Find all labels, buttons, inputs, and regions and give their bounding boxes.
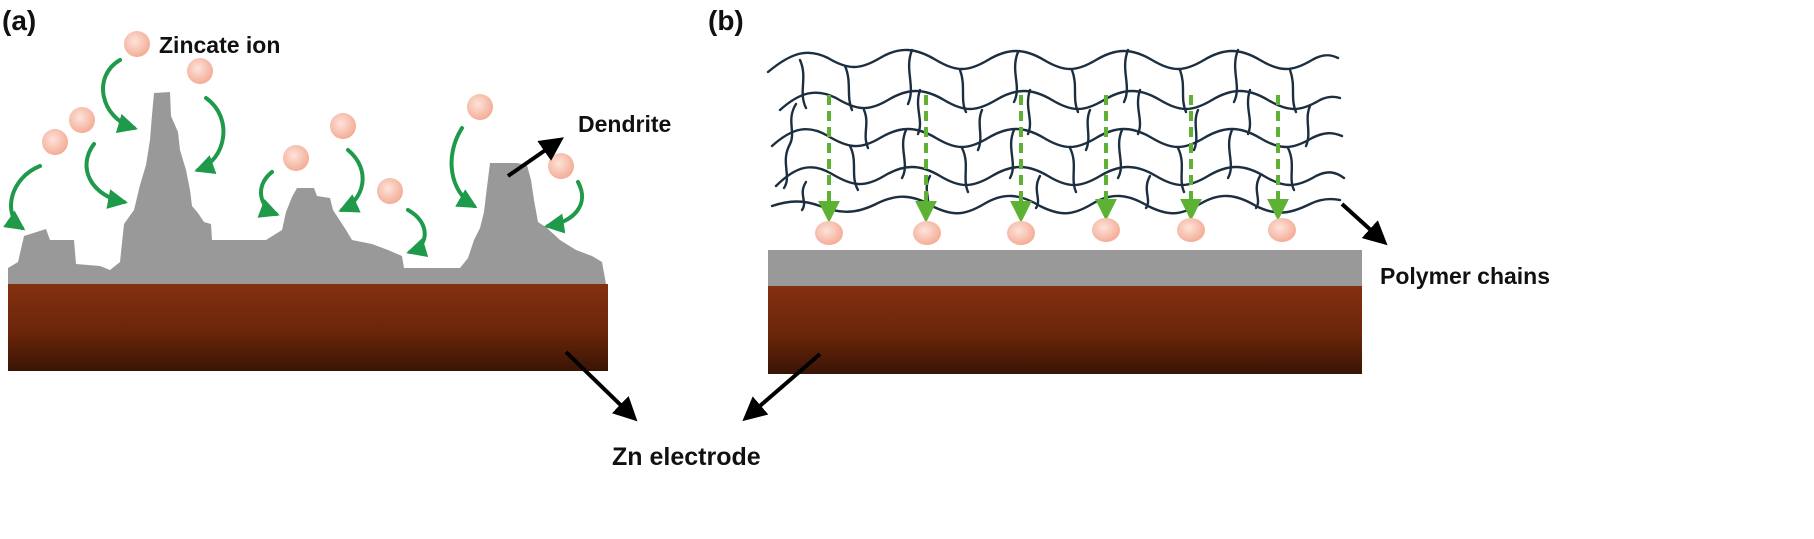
polymer-chain	[770, 127, 1344, 149]
zincate-ion	[913, 221, 941, 245]
zn-electrode-b	[768, 286, 1362, 374]
polymer-chains-label: Polymer chains	[1380, 263, 1550, 289]
dendrite-pointer-arrow	[506, 137, 564, 178]
zn-electrode-a	[8, 284, 608, 371]
zincate-ion	[815, 221, 843, 245]
polymer-chain	[770, 194, 1342, 215]
polymer-chain	[774, 165, 1346, 188]
curved-arrow	[84, 142, 128, 209]
curved-arrow	[257, 170, 280, 218]
ion-migration-arrows	[3, 58, 585, 257]
panel-b-letter: (b)	[708, 5, 744, 36]
curved-arrow	[449, 126, 478, 209]
panel-a-letter: (a)	[2, 5, 36, 36]
zincate-ion	[283, 145, 309, 171]
curved-arrow	[544, 180, 585, 234]
panel-a: (a) Zincate ion Dendrite	[2, 5, 671, 371]
zincate-ion	[377, 178, 403, 204]
polymer-pointer-arrow	[1340, 202, 1388, 246]
zincate-ion	[187, 58, 213, 84]
curved-arrow	[3, 164, 42, 231]
electrode-pointer-arrow-a	[564, 350, 638, 422]
curved-arrow	[406, 208, 429, 257]
curved-arrow	[338, 148, 365, 213]
zincate-ion	[42, 129, 68, 155]
zincate-ion	[548, 153, 574, 179]
zincate-ion	[124, 31, 150, 57]
zincate-ion	[330, 113, 356, 139]
curved-arrow	[194, 96, 226, 175]
panel-b: (b)	[708, 5, 1550, 374]
zincate-ion	[467, 94, 493, 120]
zn-electrode-label: Zn electrode	[612, 443, 761, 471]
polymer-network	[766, 48, 1346, 215]
polymer-chain	[778, 89, 1342, 112]
zincate-ion	[1092, 218, 1120, 242]
dendrite-deposit	[8, 92, 606, 284]
polymer-chain	[766, 48, 1340, 74]
zincate-ion	[69, 107, 95, 133]
zincate-ion	[1007, 221, 1035, 245]
electrode-pointer-arrow-b	[742, 352, 822, 422]
dendrite-label: Dendrite	[578, 111, 671, 137]
curved-arrow	[101, 58, 138, 134]
zincate-ion	[1268, 218, 1296, 242]
zincate-ion	[1177, 218, 1205, 242]
zincate-ion-label: Zincate ion	[159, 32, 280, 58]
guided-ion-arrows	[818, 95, 1289, 223]
electrode-callout: Zn electrode	[564, 350, 822, 471]
uniform-zn-layer	[768, 250, 1362, 286]
